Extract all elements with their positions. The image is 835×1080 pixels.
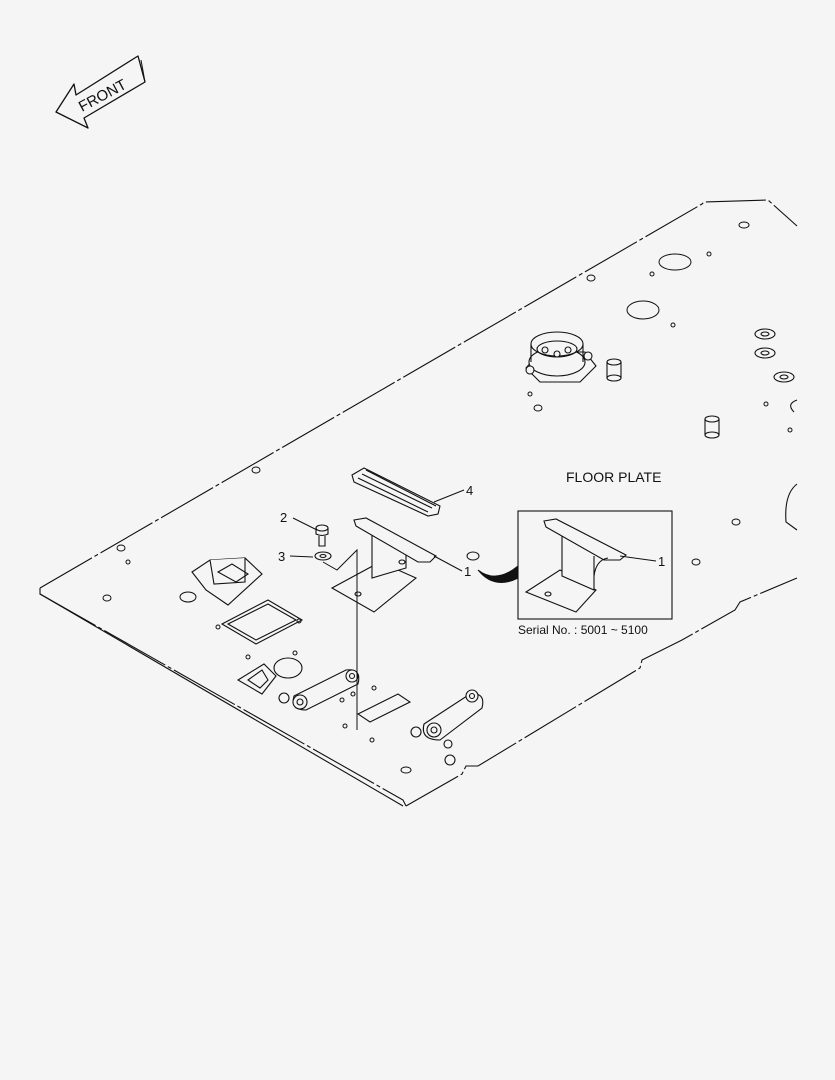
bolt-and-washer xyxy=(314,524,332,561)
inset-callout-1: 1 xyxy=(658,554,665,569)
assembly-line xyxy=(322,548,358,730)
left-bracket xyxy=(191,557,263,606)
triangle-bracket xyxy=(236,657,303,695)
link-plates xyxy=(278,669,484,766)
front-arrow: FRONT xyxy=(55,55,146,129)
callout-1: 1 xyxy=(464,564,471,579)
plate-holes xyxy=(102,221,793,774)
inset-pointer xyxy=(477,564,519,583)
spacers xyxy=(606,358,720,439)
leader-lines xyxy=(289,489,465,572)
cutouts xyxy=(220,599,412,723)
washers xyxy=(754,328,798,531)
callout-2: 2 xyxy=(280,510,287,525)
rubber-pad xyxy=(351,467,441,517)
callout-4: 4 xyxy=(466,483,473,498)
diagram-title: FLOOR PLATE xyxy=(566,469,661,485)
callout-3: 3 xyxy=(278,549,285,564)
floor-plate-outline xyxy=(39,199,798,807)
round-mount xyxy=(525,331,597,383)
pedal-bracket xyxy=(330,517,437,613)
inset-box: 1 xyxy=(517,510,673,620)
serial-number: Serial No. : 5001 ~ 5100 xyxy=(518,623,648,637)
